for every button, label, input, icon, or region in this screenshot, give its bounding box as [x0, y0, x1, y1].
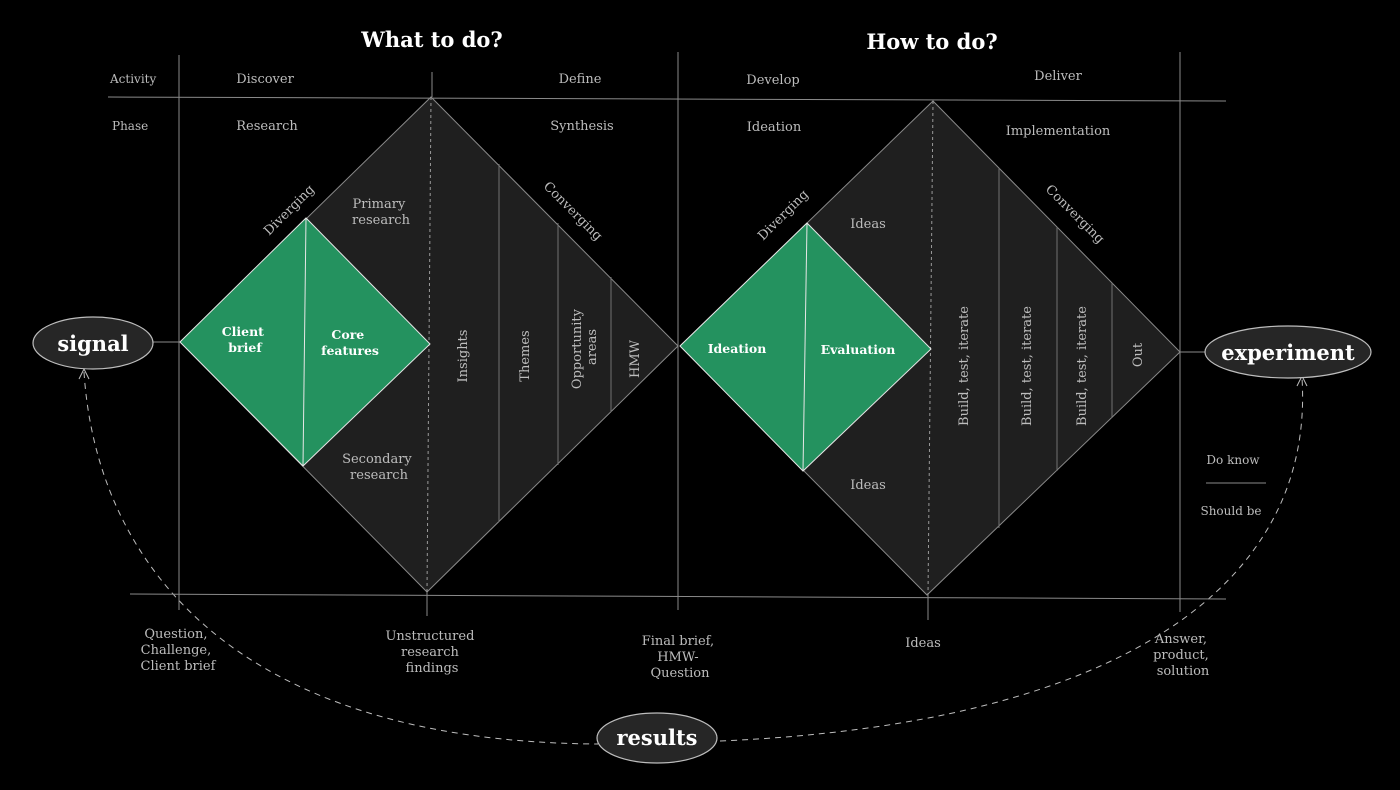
bottom-answer: Answer, product, solution: [1153, 632, 1213, 679]
results-loop-right: [719, 377, 1304, 742]
results-node: results: [596, 712, 718, 764]
bottom-final-brief: Final brief, HMW- Question: [642, 634, 719, 681]
d2-column-out: Out: [1131, 342, 1146, 367]
results-label: results: [616, 725, 697, 750]
phase-ideation: Ideation: [747, 120, 802, 135]
d2-ideas-top: Ideas: [850, 217, 886, 232]
activity-define: Define: [559, 72, 602, 87]
row-phase-label: Phase: [112, 119, 148, 133]
activity-deliver: Deliver: [1034, 69, 1082, 84]
d2-column-build-2: Build, test, iterate: [1020, 306, 1035, 426]
d1-column-hmw: HMW: [628, 339, 643, 378]
row-activity-label: Activity: [109, 72, 156, 86]
d2-ideas-bottom: Ideas: [850, 478, 886, 493]
d1-secondary-research: Secondary research: [342, 452, 416, 483]
experiment-node: experiment: [1204, 325, 1372, 379]
d1-column-insights: Insights: [456, 330, 471, 383]
diamond-1: [179, 96, 679, 593]
activity-develop: Develop: [746, 73, 799, 88]
side-do-know: Do know: [1206, 453, 1260, 467]
phase-synthesis: Synthesis: [550, 119, 613, 134]
d2-evaluation: Evaluation: [821, 342, 896, 357]
title-what: What to do?: [360, 27, 502, 52]
d1-column-opportunity: Opportunity areas: [570, 305, 600, 389]
bottom-ideas: Ideas: [905, 636, 941, 651]
results-loop-left: [83, 371, 599, 745]
phase-research: Research: [236, 119, 298, 134]
d2-column-build-1: Build, test, iterate: [957, 306, 972, 426]
bottom-unstructured: Unstructured research findings: [385, 629, 478, 676]
phase-implementation: Implementation: [1006, 124, 1111, 139]
experiment-label: experiment: [1221, 340, 1355, 365]
bottom-question: Question, Challenge, Client brief: [141, 627, 217, 674]
activity-discover: Discover: [236, 72, 294, 87]
d1-column-themes: Themes: [518, 330, 533, 381]
d2-column-build-3: Build, test, iterate: [1075, 306, 1090, 426]
signal-node: signal: [32, 316, 154, 370]
signal-label: signal: [57, 331, 128, 356]
d1-core-features: Core features: [321, 327, 379, 358]
d1-client-brief: Client brief: [222, 324, 269, 355]
side-should-be: Should be: [1200, 504, 1261, 518]
d1-primary-research: Primary research: [352, 197, 411, 228]
title-how: How to do?: [866, 29, 997, 54]
d2-ideation: Ideation: [708, 341, 767, 356]
grid: [107, 52, 1266, 620]
diamond-2: [679, 100, 1181, 596]
